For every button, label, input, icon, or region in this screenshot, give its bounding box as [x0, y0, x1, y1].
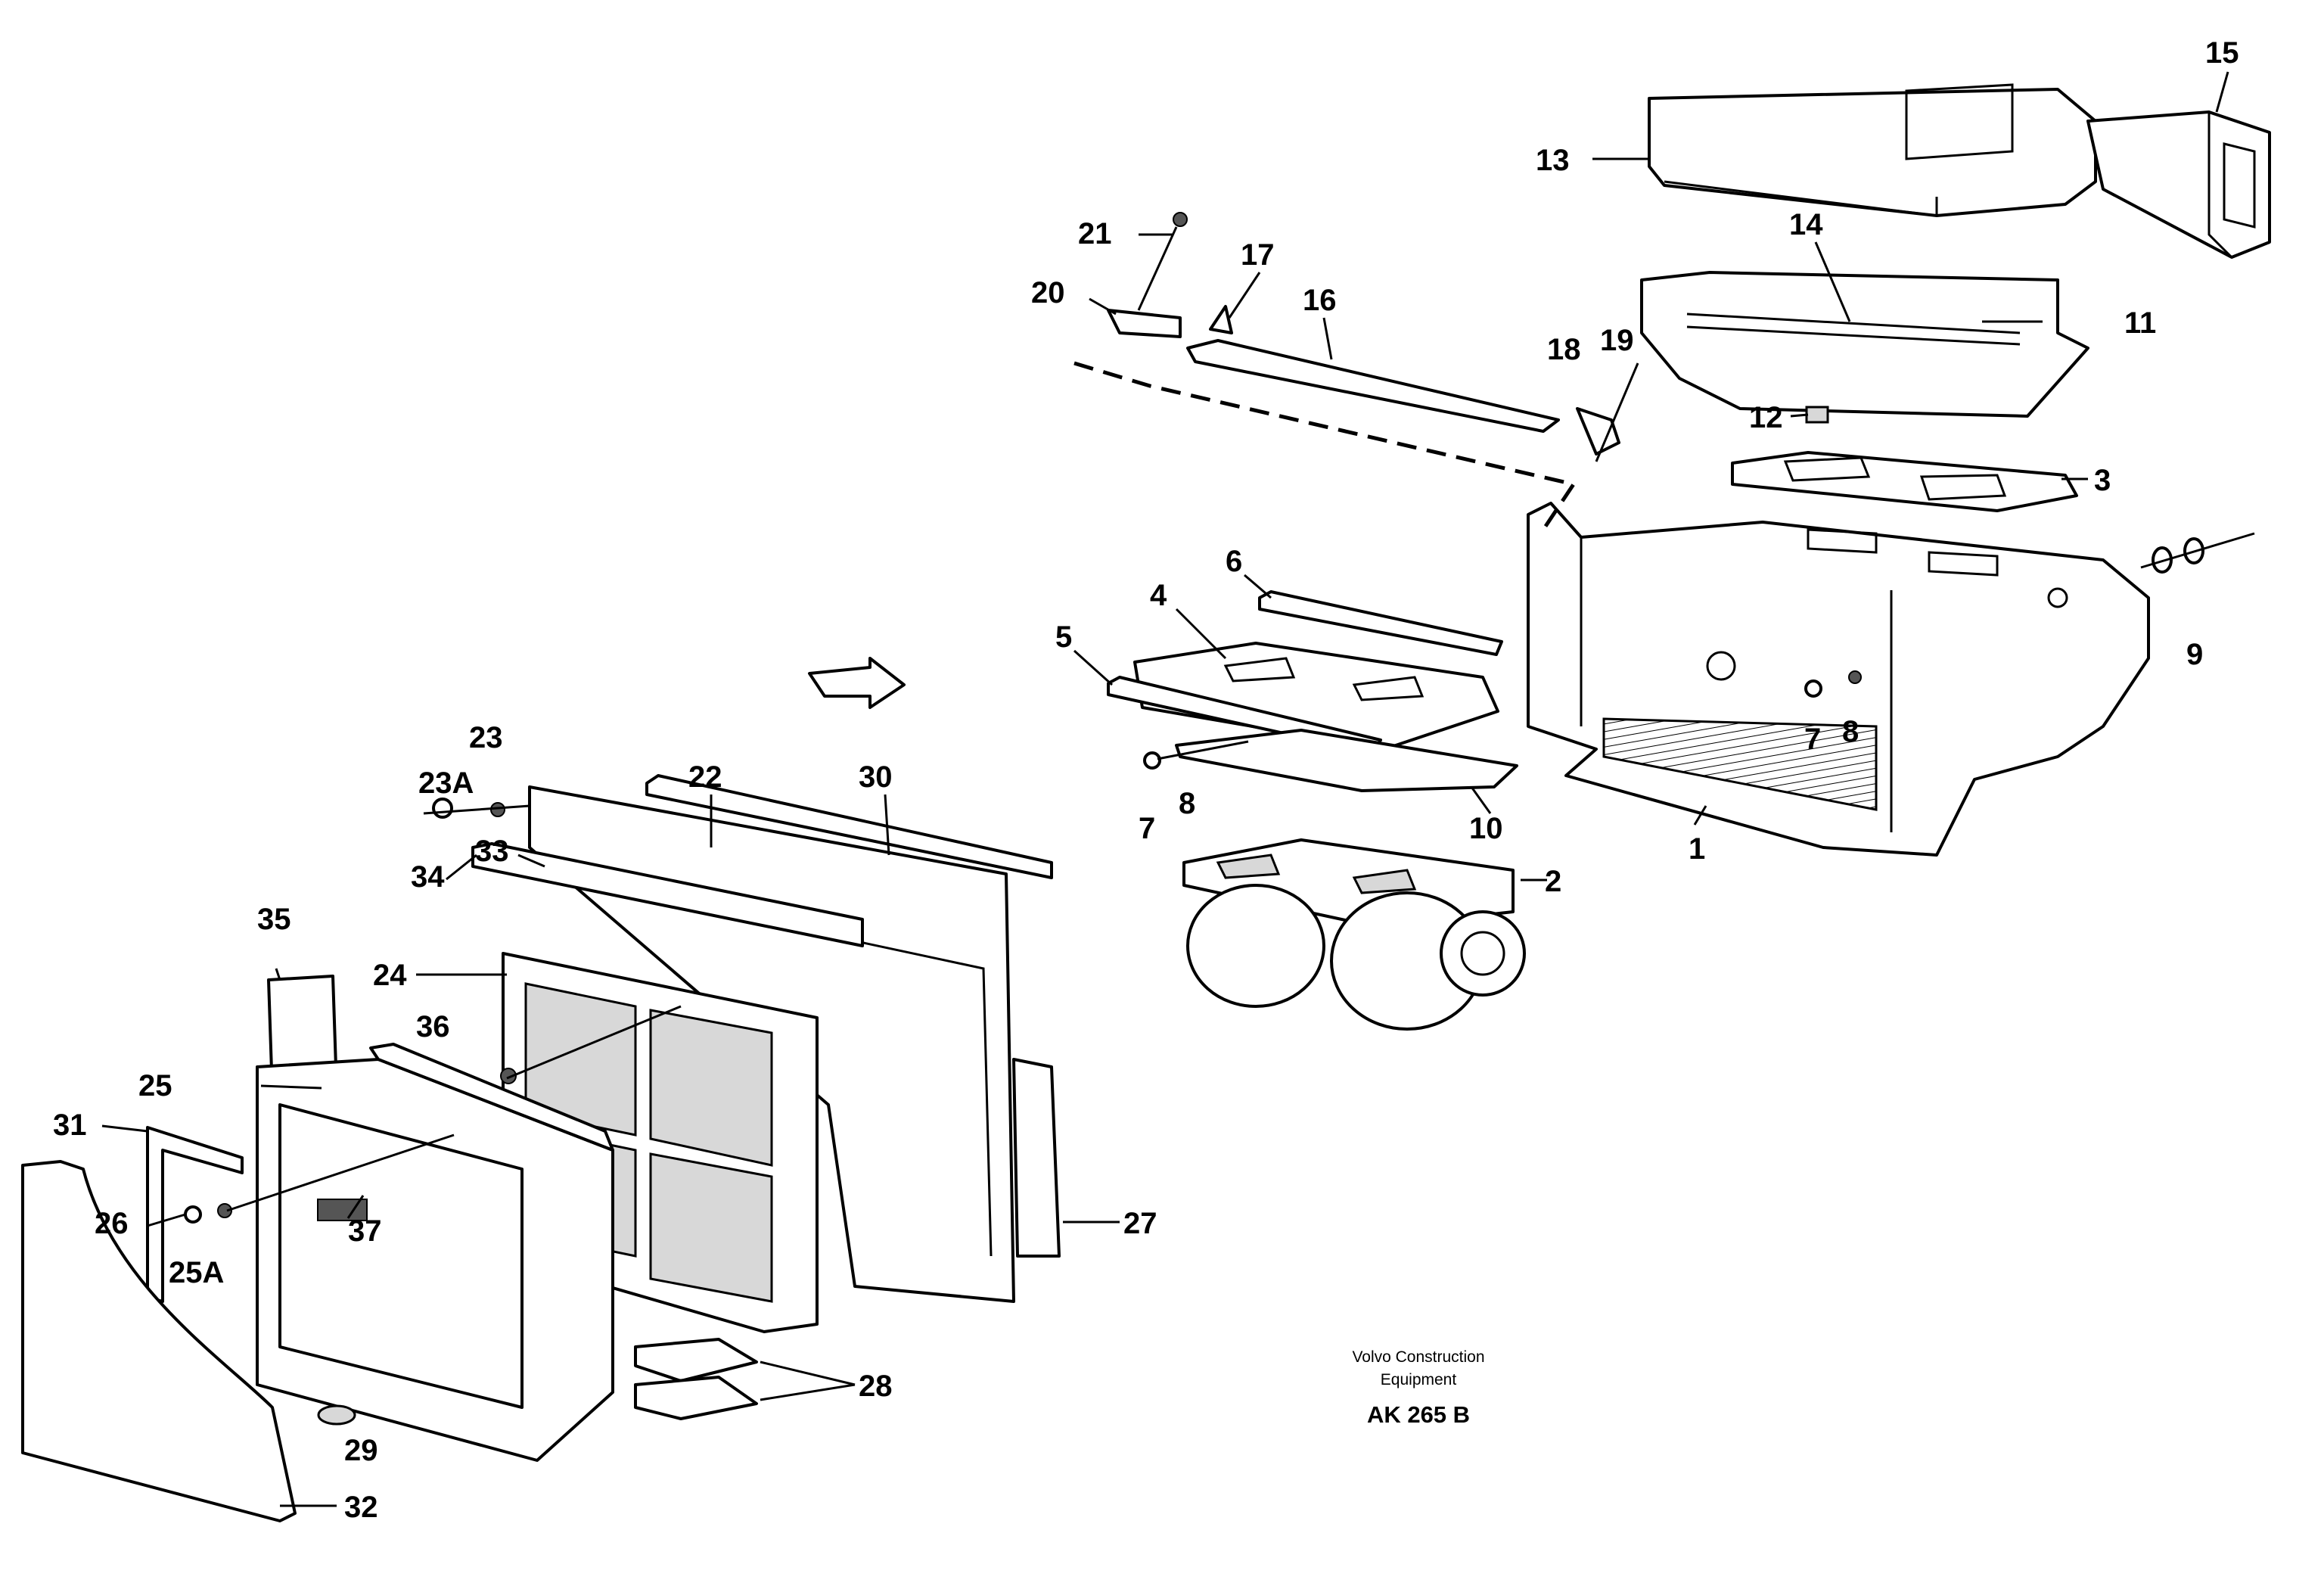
- callout-22: 22: [688, 760, 722, 794]
- callout-30: 30: [859, 760, 893, 794]
- credit-block: Volvo Construction Equipment AK 265 B: [1352, 1348, 1484, 1428]
- reference-code: AK 265 B: [1367, 1401, 1470, 1428]
- callout-3: 3: [2094, 464, 2111, 497]
- callout-25a: 25A: [169, 1256, 224, 1289]
- direction-arrow-icon: [808, 657, 906, 709]
- callout-10: 10: [1469, 812, 1503, 845]
- callout-1: 1: [1689, 832, 1705, 866]
- part-4-plate: [1133, 642, 1499, 751]
- callout-11: 11: [2124, 306, 2156, 340]
- callout-6: 6: [1226, 545, 1242, 578]
- callout-32: 32: [344, 1491, 378, 1524]
- callout-24: 24: [373, 959, 407, 992]
- part-6-strip: [1258, 590, 1503, 656]
- part-15-duct: [2086, 110, 2271, 259]
- part-3-gasket: [1731, 451, 2078, 512]
- callout-29: 29: [344, 1434, 378, 1467]
- part-30-strip: [645, 774, 1053, 879]
- part-11-tray: [1640, 271, 2089, 418]
- dashed-connection-line: [1073, 361, 1577, 531]
- part-10-gasket: [1175, 729, 1518, 792]
- credit-line2: Equipment: [1381, 1371, 1457, 1388]
- callout-13: 13: [1536, 144, 1570, 177]
- callout-4: 4: [1150, 579, 1167, 612]
- callout-8-left: 8: [1179, 787, 1195, 820]
- callout-23: 23: [469, 721, 503, 754]
- hardware-fasteners: [184, 670, 1862, 1224]
- part-1-main-housing: [1527, 502, 2150, 857]
- part-28-pads: [634, 1338, 758, 1420]
- callout-labels: 1 2 3 4 5 6 7 8 7 8 9 10 11 12 13 14 15 …: [53, 36, 2239, 1524]
- part-32-side-panel: [21, 1160, 297, 1522]
- part-34-strip: [471, 842, 864, 947]
- callout-34: 34: [411, 860, 445, 894]
- callout-8-right: 8: [1842, 715, 1859, 748]
- callout-28: 28: [859, 1370, 893, 1403]
- callout-2: 2: [1545, 865, 1561, 898]
- credit-line1: Volvo Construction: [1352, 1348, 1484, 1366]
- callout-20: 20: [1031, 276, 1065, 309]
- callout-17: 17: [1241, 238, 1275, 272]
- callout-35: 35: [257, 903, 291, 936]
- part-25-frame: [256, 1043, 614, 1462]
- callout-12: 12: [1749, 401, 1783, 434]
- part-9-washers: [2140, 532, 2255, 574]
- callout-37: 37: [348, 1214, 382, 1248]
- callout-15: 15: [2205, 36, 2239, 70]
- callout-7-right: 7: [1804, 723, 1821, 756]
- part-16-bar: [1107, 212, 1639, 462]
- part-12-clip: [1805, 406, 1829, 424]
- callout-36: 36: [416, 1010, 450, 1043]
- callout-16: 16: [1303, 284, 1337, 317]
- callout-23a: 23A: [418, 767, 474, 800]
- callout-7-left: 7: [1139, 812, 1155, 845]
- callout-19: 19: [1600, 324, 1634, 357]
- part-27-gasket: [1012, 1058, 1061, 1258]
- callout-27: 27: [1123, 1207, 1157, 1240]
- callout-14: 14: [1789, 208, 1823, 241]
- callout-18: 18: [1547, 333, 1581, 366]
- callout-26: 26: [95, 1207, 129, 1240]
- callout-leaders: [101, 71, 2229, 1507]
- part-2-blower: [1182, 838, 1526, 1031]
- part-13-top-cover: [1648, 83, 2097, 217]
- callout-9: 9: [2186, 638, 2203, 671]
- callout-25: 25: [138, 1069, 172, 1102]
- callout-33: 33: [475, 835, 509, 868]
- callout-5: 5: [1055, 620, 1072, 654]
- callout-21: 21: [1078, 217, 1112, 250]
- callout-31: 31: [53, 1109, 87, 1142]
- part-29-grommet: [317, 1404, 356, 1426]
